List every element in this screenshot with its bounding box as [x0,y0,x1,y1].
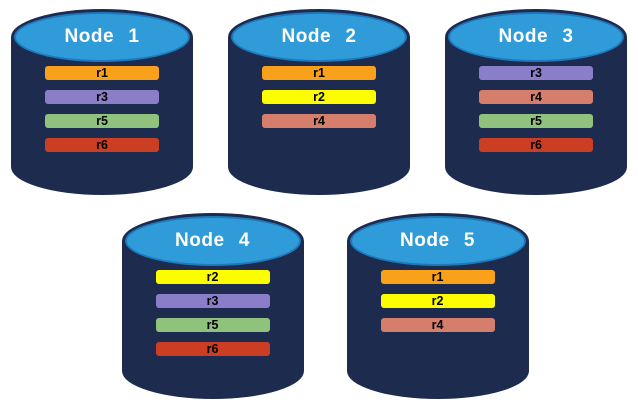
replica-bar-r2: r2 [262,90,376,104]
replica-bar-r6: r6 [45,138,159,152]
node-row-bottom: Node 4 r2 r3 r5 r6 Node 5 r1 r2 r4 [6,213,638,399]
database-cylinder-top-icon: Node 2 [231,12,407,62]
replica-bar-r3: r3 [479,66,593,80]
replica-bar-r2: r2 [155,270,270,284]
replica-list: r1 r2 r4 [347,270,529,342]
database-cylinder-top-icon: Node 5 [349,216,526,266]
replica-bar-r1: r1 [262,66,376,80]
replica-bar-r5: r5 [45,114,159,128]
database-node-node-5: Node 5 r1 r2 r4 [346,213,529,399]
replica-bar-r4: r4 [380,318,495,332]
node-title: Node 5 [400,230,475,251]
database-node-node-3: Node 3 r3 r4 r5 r6 [445,9,627,195]
replica-list: r3 r4 r5 r6 [445,66,627,162]
node-title: Node 3 [498,26,574,47]
replica-bar-r5: r5 [479,114,593,128]
replica-bar-r3: r3 [45,90,159,104]
replica-bar-r5: r5 [155,318,270,332]
replica-list: r1 r2 r4 [228,66,410,138]
replica-list: r2 r3 r5 r6 [122,270,304,366]
database-node-node-1: Node 1 r1 r3 r5 r6 [11,9,193,195]
replica-bar-r6: r6 [155,342,270,356]
replica-bar-r3: r3 [155,294,270,308]
replica-bar-r6: r6 [479,138,593,152]
replica-bar-r1: r1 [380,270,495,284]
database-cylinder-top-icon: Node 1 [14,12,190,62]
node-title: Node 1 [64,26,140,47]
node-title: Node 4 [175,230,250,251]
replica-bar-r4: r4 [479,90,593,104]
replica-bar-r1: r1 [45,66,159,80]
database-cylinder-top-icon: Node 4 [124,216,301,266]
database-node-node-4: Node 4 r2 r3 r5 r6 [121,213,304,399]
node-title: Node 2 [281,26,357,47]
replica-list: r1 r3 r5 r6 [11,66,193,162]
replica-bar-r4: r4 [262,114,376,128]
replica-bar-r2: r2 [380,294,495,308]
database-cylinder-top-icon: Node 3 [448,12,624,62]
database-node-node-2: Node 2 r1 r2 r4 [228,9,410,195]
